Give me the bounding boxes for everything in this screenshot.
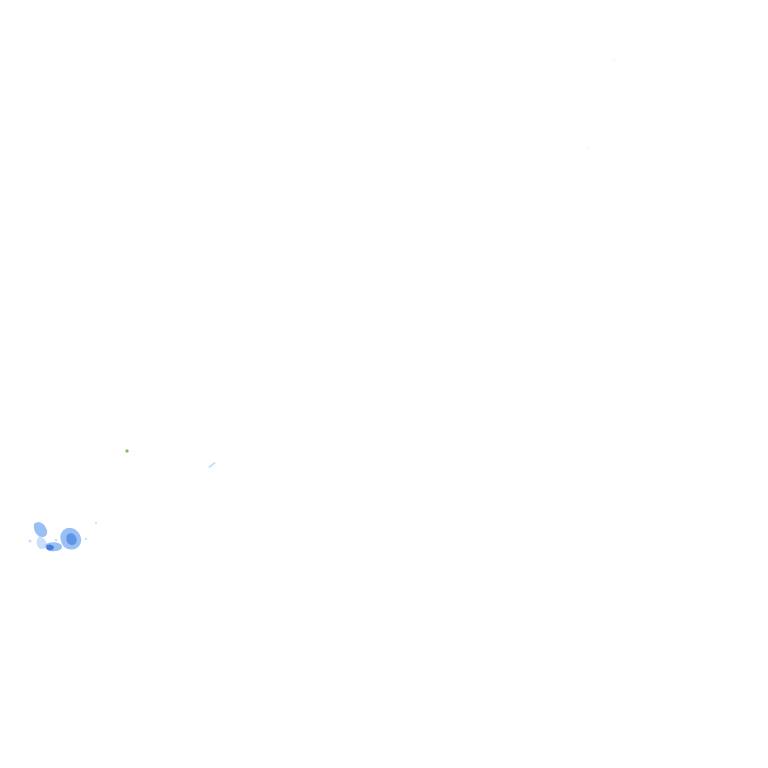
echo-speck-2 (84, 537, 88, 541)
echo-speck-1 (28, 539, 32, 543)
echo-speck-4 (54, 538, 58, 542)
echo-cell-right-core (66, 533, 77, 545)
echo-cell-left-arm (33, 522, 48, 538)
echo-dot (125, 449, 129, 453)
echo-cluster-main (28, 522, 97, 552)
echo-faint-1 (613, 59, 615, 61)
echo-streak (208, 462, 216, 468)
echo-faint-2 (587, 147, 589, 149)
echo-cell-center-core (46, 544, 54, 551)
echo-speck-3 (95, 522, 97, 524)
echo-cell-left-tail (36, 536, 47, 550)
